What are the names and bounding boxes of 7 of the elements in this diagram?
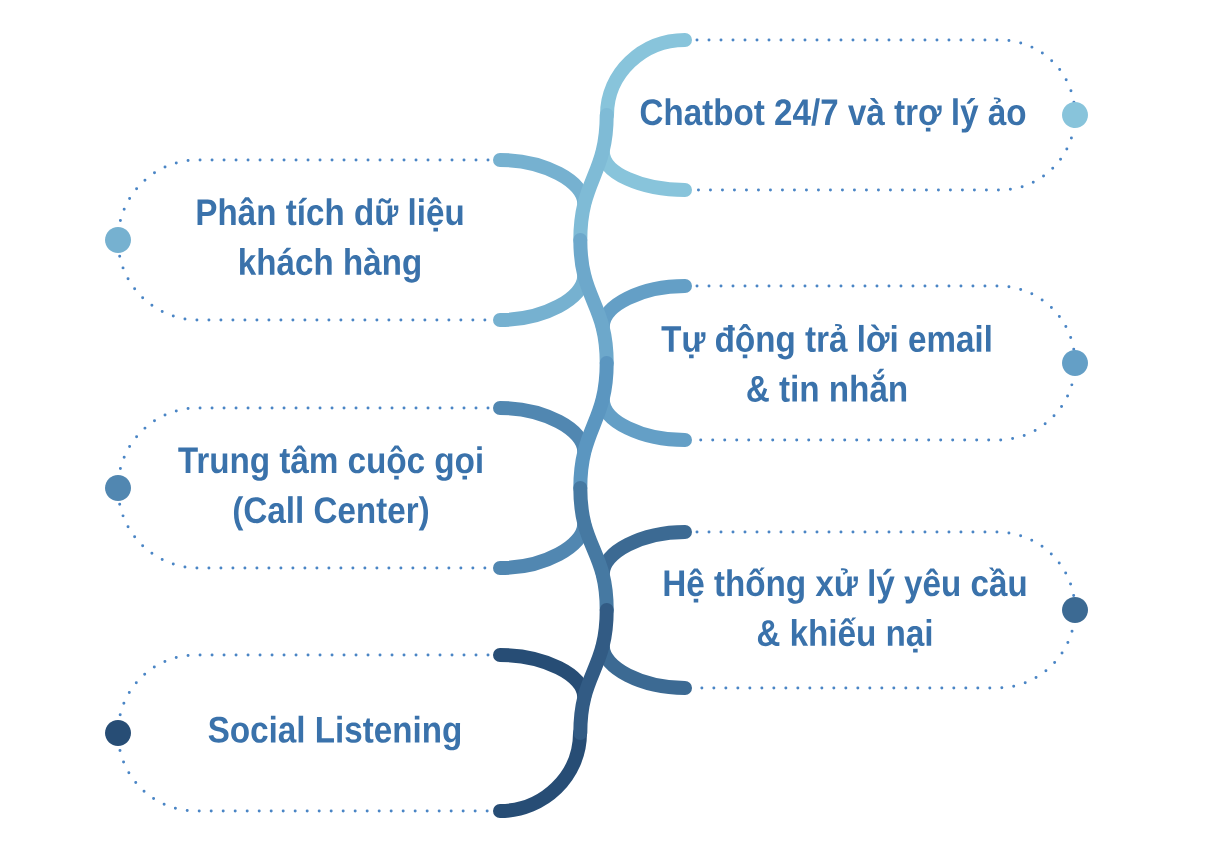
pill-box: Hệ thống xử lý yêu cầu & khiếu nại <box>595 525 1077 695</box>
pill-box: Phân tích dữ liệu khách hàng <box>116 153 592 327</box>
pill-box: Tự động trả lời email & tin nhắn <box>595 279 1077 447</box>
spine-curve <box>573 603 614 740</box>
pill-box: Trung tâm cuộc gọi (Call Center) <box>116 401 592 575</box>
pill-box: Social Listening <box>116 648 592 818</box>
pill-box: Chatbot 24/7 và trợ lý ảo <box>595 33 1077 197</box>
